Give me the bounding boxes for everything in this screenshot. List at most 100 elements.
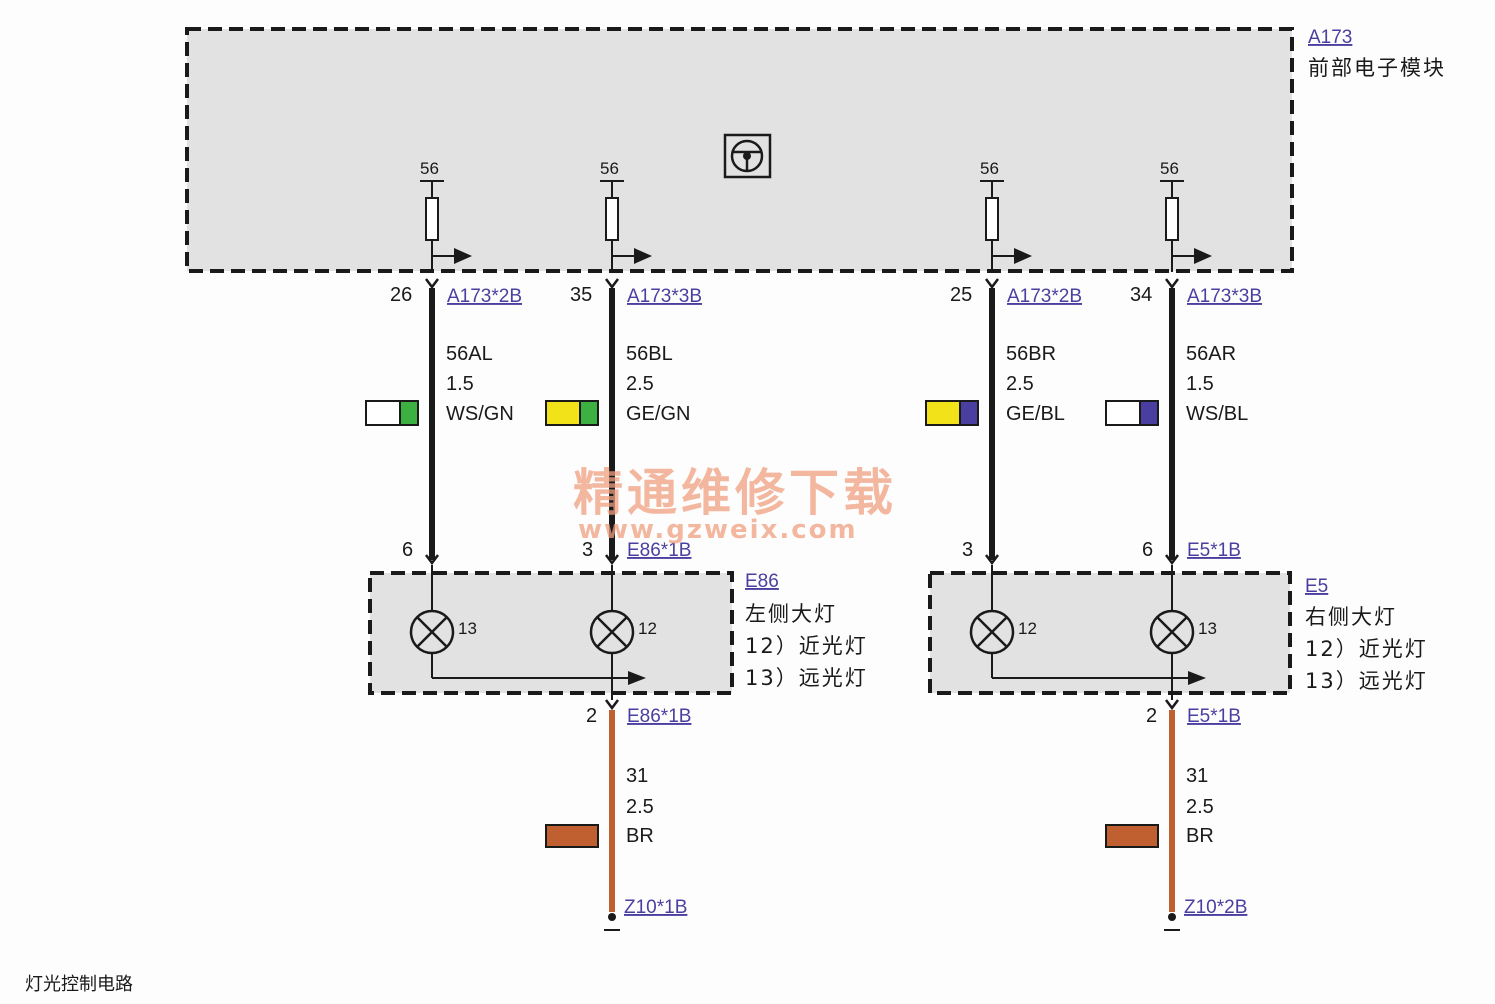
wire-id: 56AL (446, 343, 493, 365)
wire-color-swatch (925, 400, 979, 426)
swatch-stripe (579, 400, 599, 426)
fuse-symbol (1165, 197, 1179, 241)
connector-link[interactable]: A173*3B (1187, 286, 1262, 307)
fuse-symbol (605, 197, 619, 241)
bulb-cross (416, 616, 448, 648)
lamp-e86-box (368, 571, 734, 695)
pin-number: 3 (962, 539, 973, 561)
swatch-primary (365, 400, 401, 426)
pin-number: 26 (390, 284, 412, 306)
swatch-primary (1105, 400, 1141, 426)
connector-fork-icon (605, 699, 619, 711)
lamp-e5-high: 13）远光灯 (1305, 669, 1428, 693)
fuse-symbol (425, 197, 439, 241)
bulb-number: 13 (1198, 619, 1217, 638)
lamp-e5-name: 右侧大灯 (1305, 605, 1397, 629)
connector-link[interactable]: A173*2B (1007, 286, 1082, 307)
wire-gauge: 2.5 (1186, 796, 1214, 818)
output-arrow-icon (1014, 248, 1032, 264)
bulb-cross (1156, 616, 1188, 648)
wire-color-swatch (545, 824, 599, 848)
wire-id: 56BL (626, 343, 673, 365)
wire-id: 31 (626, 765, 648, 787)
pin-number: 6 (1142, 539, 1153, 561)
output-arrow-icon (634, 248, 652, 264)
connector-fork-icon (605, 278, 619, 290)
connector-fork-icon (985, 554, 999, 566)
ground-link[interactable]: Z10*2B (1184, 897, 1247, 918)
bulb-icon (969, 609, 1015, 655)
lamp-e5-low: 12）近光灯 (1305, 637, 1428, 661)
ground-node-icon (608, 913, 616, 921)
connector-fork-icon (605, 554, 619, 566)
lamp-e86-name: 左侧大灯 (745, 602, 837, 626)
lamp-e86-high: 13）远光灯 (745, 666, 868, 690)
steering-wheel-icon (723, 133, 772, 179)
swatch-primary (925, 400, 961, 426)
connector-link[interactable]: E5*1B (1187, 540, 1241, 561)
ground-link[interactable]: Z10*1B (624, 897, 687, 918)
wire-color-code: WS/GN (446, 403, 514, 425)
return-arrow-icon (628, 671, 646, 685)
connector-fork-icon (1165, 699, 1179, 711)
wire-gauge: 1.5 (446, 373, 474, 395)
pin-number: 2 (586, 705, 597, 727)
ground-node-icon (1168, 913, 1176, 921)
pin-number: 2 (1146, 705, 1157, 727)
pin-number: 3 (582, 539, 593, 561)
wire-gauge: 2.5 (626, 796, 654, 818)
connector-link[interactable]: E5*1B (1187, 706, 1241, 727)
bulb-icon (589, 609, 635, 655)
wire-id: 56AR (1186, 343, 1236, 365)
pin-number: 6 (402, 539, 413, 561)
wire-color-code: WS/BL (1186, 403, 1248, 425)
connector-link[interactable]: A173*3B (627, 286, 702, 307)
bulb-number: 12 (638, 619, 657, 638)
lamp-e5-id[interactable]: E5 (1305, 576, 1328, 597)
swatch-stripe (959, 400, 979, 426)
wire-id: 31 (1186, 765, 1208, 787)
connector-link[interactable]: A173*2B (447, 286, 522, 307)
bulb-cross (976, 616, 1008, 648)
diagram-caption: 灯光控制电路 (25, 974, 133, 995)
wire-color-code: BR (626, 825, 654, 847)
bulb-cross (596, 616, 628, 648)
pin-number: 35 (570, 284, 592, 306)
connector-link[interactable]: E86*1B (627, 540, 691, 561)
bulb-icon (1149, 609, 1195, 655)
connector-fork-icon (1165, 554, 1179, 566)
connector-fork-icon (425, 554, 439, 566)
bulb-number: 13 (458, 619, 477, 638)
wire-color-code: BR (1186, 825, 1214, 847)
fuse-label: 56 (420, 159, 439, 178)
wire-gauge: 2.5 (626, 373, 654, 395)
swatch-primary (545, 400, 581, 426)
fuse-label: 56 (980, 159, 999, 178)
pin-number: 25 (950, 284, 972, 306)
fuse-symbol (985, 197, 999, 241)
watermark-text: 精通维修下载 (573, 464, 897, 522)
wire-id: 56BR (1006, 343, 1056, 365)
connector-fork-icon (1165, 278, 1179, 290)
connector-link[interactable]: E86*1B (627, 706, 691, 727)
return-arrow-icon (1188, 671, 1206, 685)
swatch-stripe (1139, 400, 1159, 426)
wire-gauge: 1.5 (1186, 373, 1214, 395)
connector-fork-icon (425, 278, 439, 290)
output-arrow-icon (1194, 248, 1212, 264)
wire-color-swatch (1105, 824, 1159, 848)
bulb-icon (409, 609, 455, 655)
output-arrow-icon (454, 248, 472, 264)
lamp-e86-low: 12）近光灯 (745, 634, 868, 658)
wire-color-code: GE/GN (626, 403, 690, 425)
fuse-label: 56 (600, 159, 619, 178)
wire-color-swatch (1105, 400, 1159, 426)
fuse-label: 56 (1160, 159, 1179, 178)
module-name: 前部电子模块 (1308, 56, 1446, 80)
lamp-e86-id[interactable]: E86 (745, 571, 779, 592)
swatch-stripe (399, 400, 419, 426)
module-id[interactable]: A173 (1308, 27, 1352, 48)
wire-gauge: 2.5 (1006, 373, 1034, 395)
connector-fork-icon (985, 278, 999, 290)
